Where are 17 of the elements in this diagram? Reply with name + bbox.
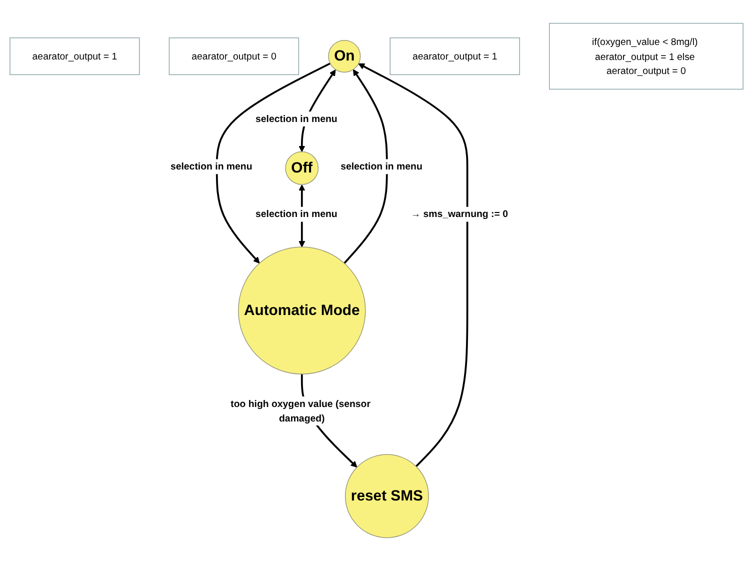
edge-label: selection in menu [340,160,422,172]
node-box: aearator_output = 0 [168,37,300,76]
edge-label: too high oxygen value (sensor damaged) [230,398,370,424]
edge-label: selection in menu [256,113,338,124]
arrow [216,62,331,264]
node-box: if(oxygen_value < 8mg/l) aerator_output = 1 else aerator_output = 0 [549,22,744,90]
edge-label: → sms_warnung := 0 [410,208,508,220]
edge-label: selection in menu [256,208,338,220]
arrow [344,69,388,264]
edge-label: selection in menu [170,160,252,172]
node-circle: reset SMS [344,454,429,538]
node-box: aearator_output = 1 [10,37,140,76]
arrow [358,63,468,468]
node-circle: Automatic Mode [238,246,366,374]
node-circle: Off [285,151,319,185]
node-box: aearator_output = 1 [390,37,520,76]
node-circle: On [328,40,361,73]
